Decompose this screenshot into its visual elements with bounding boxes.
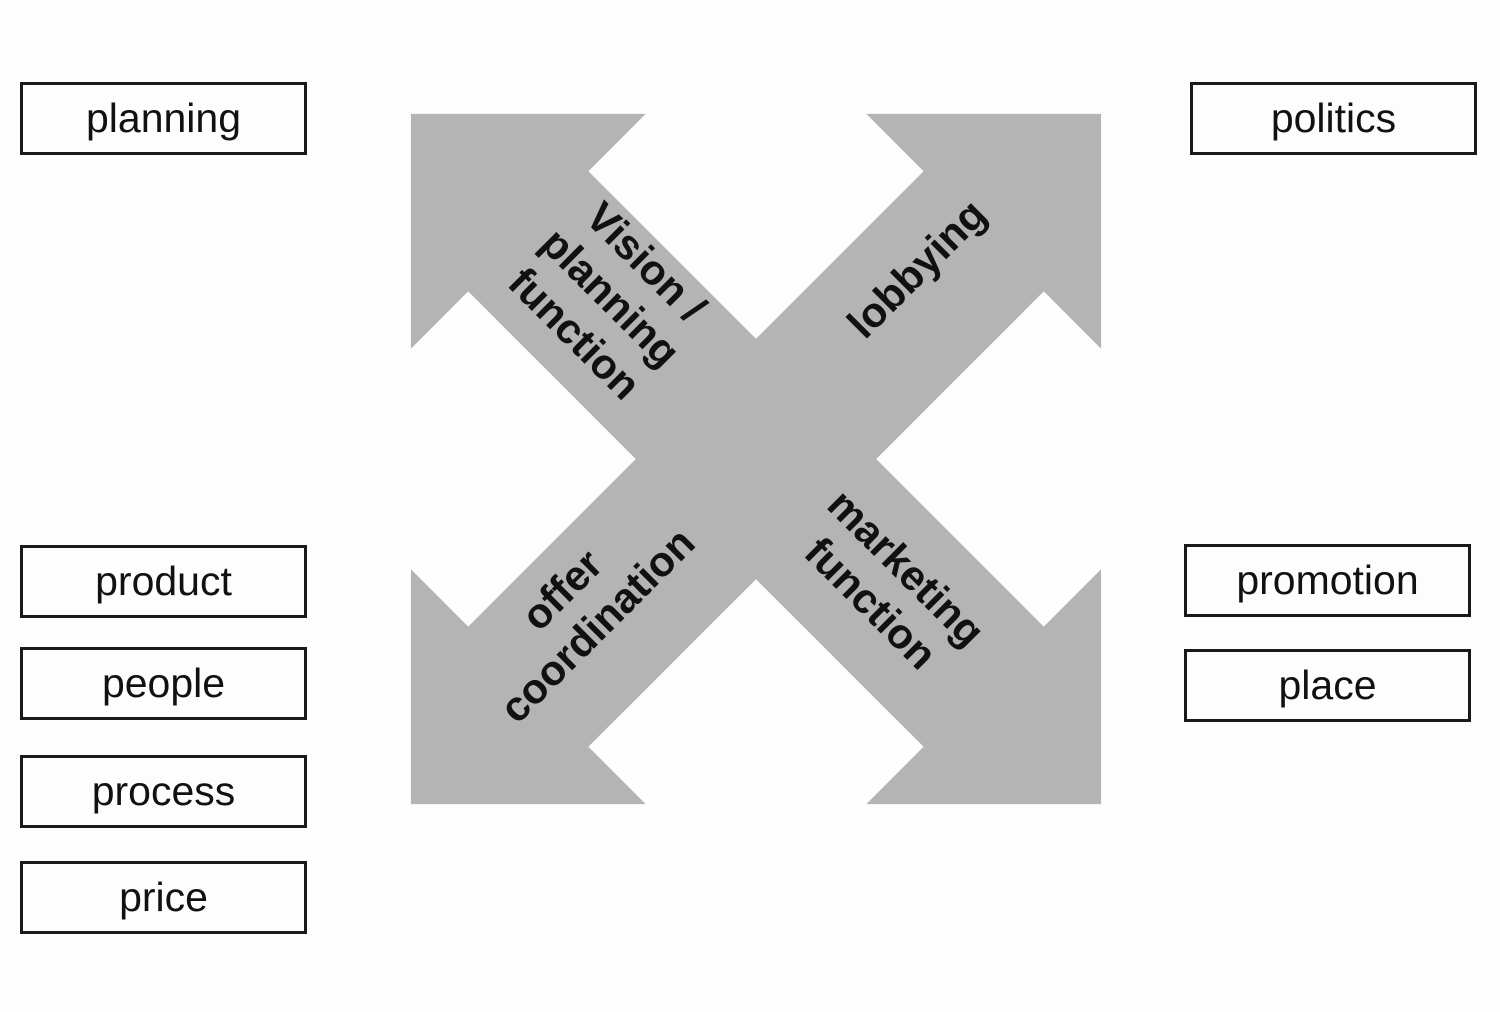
box-label: price <box>119 874 208 920</box>
box-label: politics <box>1270 95 1397 141</box>
box-label: process <box>91 768 236 814</box>
box-price: price <box>20 861 307 934</box>
box-politics: politics <box>1190 82 1477 155</box>
box-label: product <box>95 558 232 604</box>
box-product: product <box>20 545 307 618</box>
box-planning: planning <box>20 82 307 155</box>
box-label: place <box>1278 662 1377 708</box>
box-label: people <box>101 660 226 706</box>
box-label: planning <box>85 95 242 141</box>
double-arrow-ne-sw <box>410 113 1102 805</box>
box-promotion: promotion <box>1184 544 1471 617</box>
box-place: place <box>1184 649 1471 722</box>
box-people: people <box>20 647 307 720</box>
box-process: process <box>20 755 307 828</box>
box-label: promotion <box>1236 557 1419 603</box>
